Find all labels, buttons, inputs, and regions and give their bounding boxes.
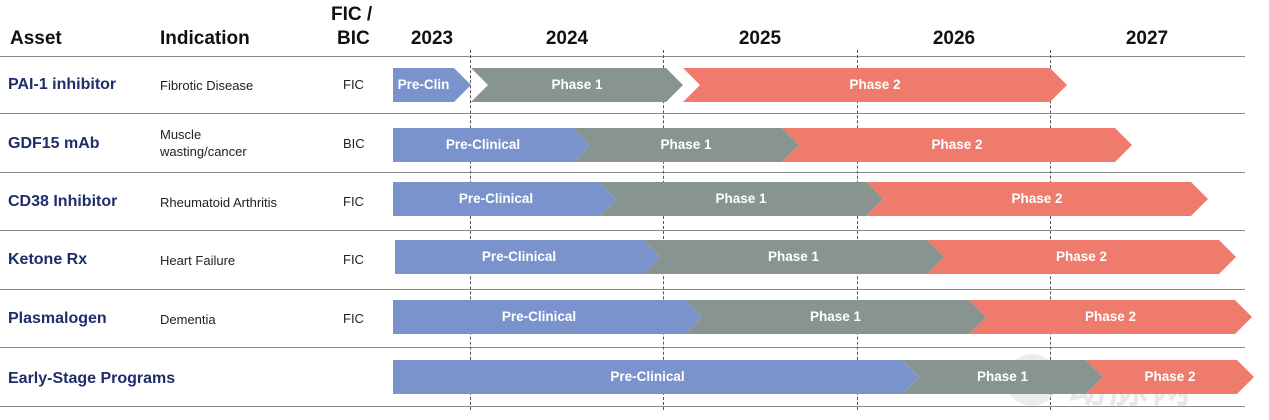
row-divider: [0, 230, 1245, 231]
year-divider: [470, 50, 471, 410]
phase-label: Phase 2: [1084, 309, 1137, 324]
phase-label: Phase 1: [551, 77, 603, 92]
phase-bar-phase2: Phase 2: [927, 240, 1236, 274]
year-divider: [663, 50, 664, 410]
fic-bic-value: FIC: [343, 311, 364, 326]
phase-label: Phase 1: [809, 309, 862, 324]
phase-bar-phase2: Phase 2: [866, 182, 1208, 216]
row-divider: [0, 289, 1245, 290]
phase-label: Phase 2: [1011, 191, 1063, 206]
asset-name: Ketone Rx: [8, 251, 88, 268]
fic-bic-header-line2: BIC: [337, 28, 370, 49]
fic-bic-value: BIC: [343, 136, 365, 151]
asset-name: Plasmalogen: [8, 310, 107, 327]
indication-header: Indication: [160, 28, 250, 49]
year-label: 2025: [738, 28, 782, 49]
phase-bar-phase1: Phase 1: [643, 240, 944, 274]
row-divider: [0, 406, 1245, 407]
phase-bar-phase1: Phase 1: [471, 68, 683, 102]
row-divider: [0, 113, 1245, 114]
year-label: 2027: [1125, 28, 1169, 49]
phase-label: Phase 1: [767, 249, 820, 264]
phase-bar-phase1: Phase 1: [902, 360, 1103, 394]
phase-bar-preclinical: Pre-Clinical: [393, 300, 702, 334]
asset-name: GDF15 mAb: [8, 135, 100, 152]
phase-label: Pre-Clin: [397, 77, 450, 92]
phase-label: Pre-Clinical: [481, 249, 557, 264]
indication-text: Rheumatoid Arthritis: [160, 195, 278, 210]
asset-name: PAI-1 inhibitor: [8, 76, 117, 93]
phase-bar-phase2: Phase 2: [969, 300, 1252, 334]
phase-label: Pre-Clinical: [458, 191, 534, 206]
year-label: 2023: [410, 28, 454, 49]
row-divider: [0, 172, 1245, 173]
phase-bar-phase2: Phase 2: [1086, 360, 1254, 394]
phase-label: Pre-Clinical: [610, 369, 685, 384]
asset-header: Asset: [10, 28, 62, 49]
phase-bar-preclinical: Pre-Clin: [393, 68, 471, 102]
indication-text: Heart Failure: [160, 253, 236, 268]
year-divider: [1050, 50, 1051, 410]
fic-bic-value: FIC: [343, 252, 364, 267]
phase-label: Phase 2: [1055, 249, 1108, 264]
year-label: 2024: [545, 28, 589, 49]
year-label: 2026: [932, 28, 976, 49]
row-divider: [0, 56, 1245, 57]
row-divider: [0, 347, 1245, 348]
asset-name: Early-Stage Programs: [8, 370, 176, 387]
phase-bar-phase2: Phase 2: [683, 68, 1067, 102]
phase-label: Phase 1: [660, 137, 712, 152]
phase-bar-preclinical: Pre-Clinical: [393, 360, 919, 394]
phase-label: Pre-Clinical: [501, 309, 577, 324]
phase-bar-phase1: Phase 1: [573, 128, 799, 162]
fic-bic-value: FIC: [343, 194, 364, 209]
phase-label: Pre-Clinical: [445, 137, 521, 152]
phase-label: Phase 2: [1144, 369, 1196, 384]
indication-text: Dementia: [160, 312, 216, 327]
phase-label: Phase 1: [976, 369, 1029, 384]
asset-name: CD38 Inhibitor: [8, 193, 118, 210]
year-divider: [857, 50, 858, 410]
phase-label: Phase 2: [849, 77, 901, 92]
indication-text: Fibrotic Disease: [160, 78, 254, 93]
phase-bar-phase2: Phase 2: [782, 128, 1132, 162]
phase-bar-preclinical: Pre-Clinical: [393, 182, 616, 216]
phase-bar-preclinical: Pre-Clinical: [393, 128, 590, 162]
indication-text: Muscle wasting/cancer: [160, 127, 247, 159]
phase-bar-preclinical: Pre-Clinical: [395, 240, 660, 274]
phase-bar-phase1: Phase 1: [685, 300, 986, 334]
fic-bic-header-line1: FIC /: [331, 4, 373, 25]
phase-label: Phase 1: [715, 191, 767, 206]
phase-bar-phase1: Phase 1: [599, 182, 883, 216]
fic-bic-value: FIC: [343, 77, 364, 92]
phase-label: Phase 2: [931, 137, 983, 152]
